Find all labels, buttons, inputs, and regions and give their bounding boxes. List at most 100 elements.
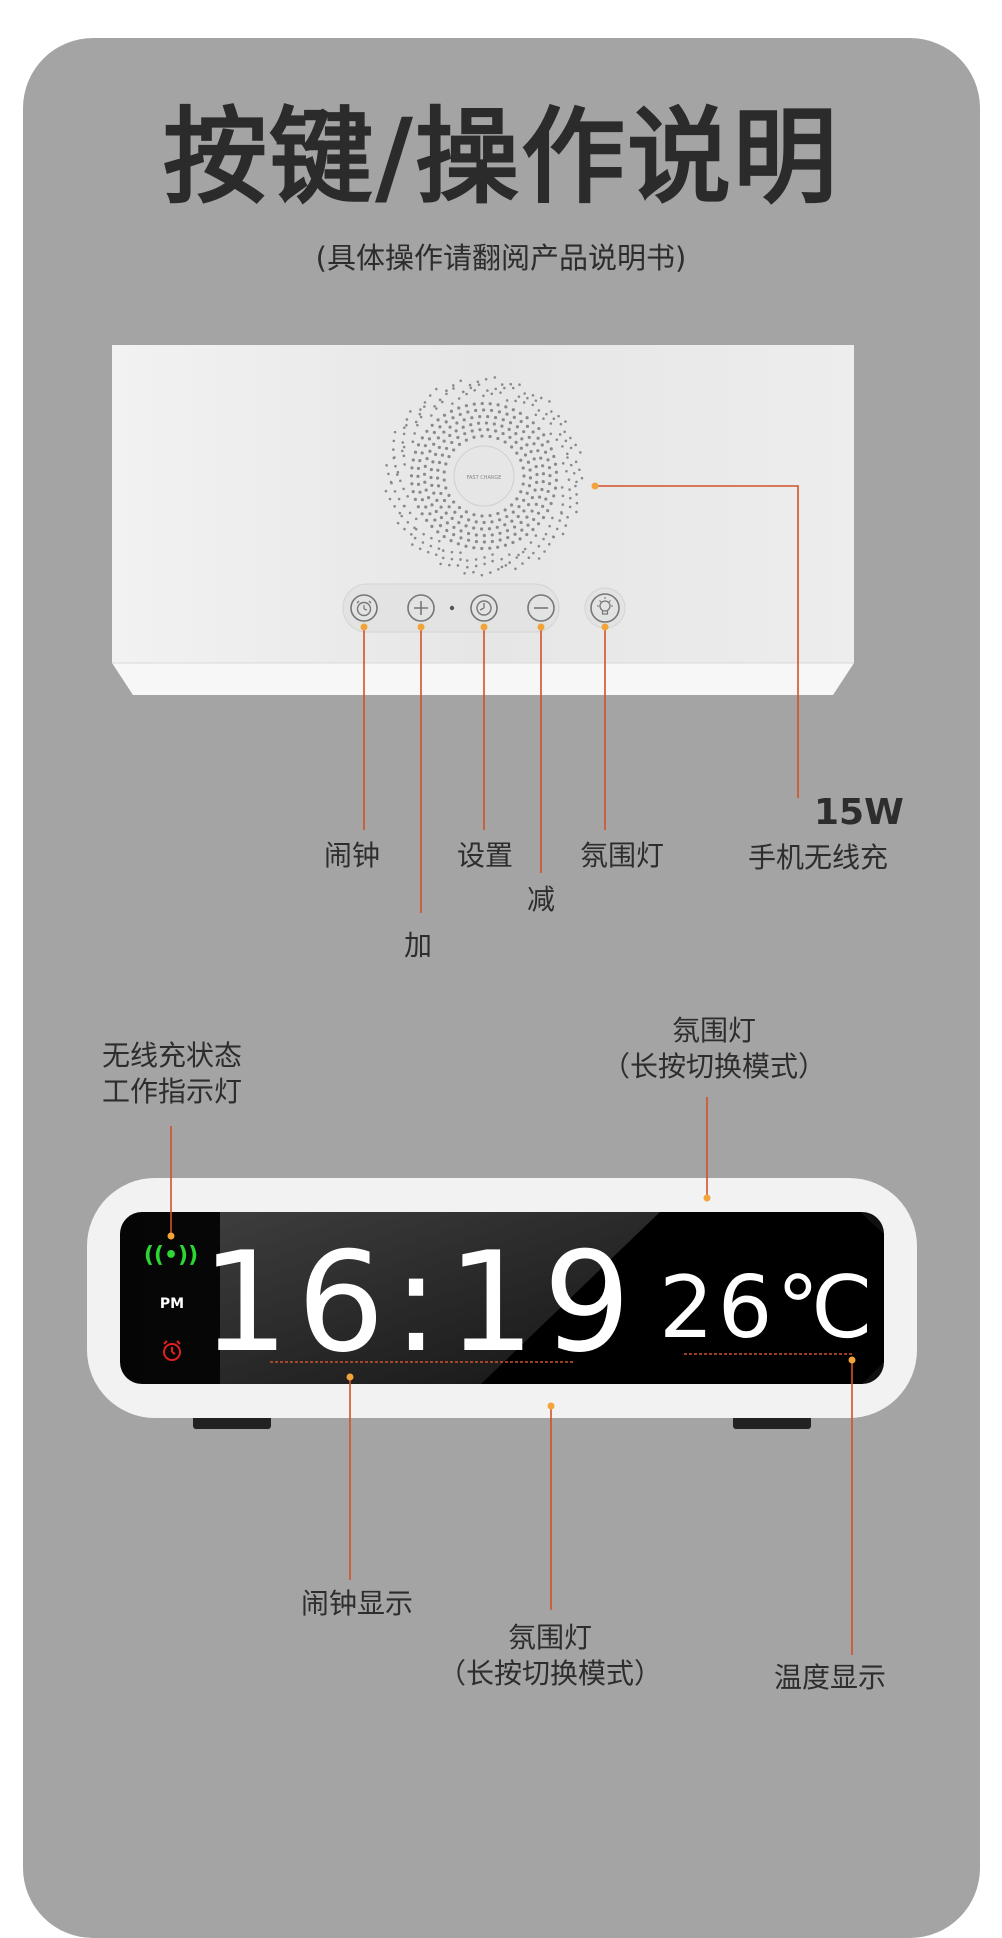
grille-dot: [423, 464, 427, 468]
grille-dot: [433, 518, 437, 522]
wireless-charging-indicator: ((•)): [144, 1243, 198, 1268]
grille-dot: [511, 386, 515, 390]
bulb-icon: [597, 597, 613, 615]
grille-dot: [432, 491, 436, 495]
grille-dot: [522, 401, 526, 404]
grille-dot: [450, 440, 454, 445]
grille-dot: [439, 515, 444, 520]
grille-dot: [495, 525, 499, 529]
grille-dot: [469, 423, 473, 427]
settings-button[interactable]: [470, 594, 498, 622]
grille-dot: [442, 498, 447, 503]
grille-dot: [514, 440, 518, 444]
ambient-light-button[interactable]: [590, 593, 620, 623]
grille-dot: [496, 403, 500, 407]
label-alarm-display: 闹钟显示: [301, 1587, 414, 1620]
grille-dot: [472, 546, 476, 550]
label-ambient-bottom: 氛围灯 （长按切换模式）: [432, 1620, 668, 1693]
grille-dot: [529, 450, 533, 454]
grille-dot: [541, 472, 546, 476]
grille-dot: [504, 405, 508, 409]
grille-dot: [503, 508, 507, 512]
grille-dot: [527, 435, 531, 439]
grille-dot: [486, 389, 489, 392]
grille-dot: [482, 408, 486, 412]
grille-dot: [400, 449, 404, 453]
grille-dot: [515, 556, 519, 559]
grille-dot: [447, 505, 451, 509]
grille-dot: [472, 435, 476, 439]
time-display: 16:19: [201, 1222, 639, 1383]
grille-dot: [509, 503, 514, 507]
grille-dot: [541, 515, 546, 520]
grille-dot: [472, 513, 476, 517]
grille-dot: [425, 429, 429, 433]
grille-dot: [521, 466, 525, 470]
grille-dot: [418, 490, 422, 494]
grille-dot: [430, 423, 434, 427]
grille-dot: [518, 383, 521, 386]
grille-dot: [530, 509, 534, 513]
grille-dot: [473, 389, 476, 392]
grille-dot: [461, 425, 465, 429]
grille-dot: [534, 534, 538, 537]
grille-dot: [444, 462, 448, 466]
grille-dot: [513, 532, 517, 536]
grille-dot: [536, 436, 540, 440]
grille-dot: [501, 418, 505, 422]
grille-dot: [418, 547, 422, 551]
grille-dot: [420, 436, 424, 440]
grille-dot: [561, 494, 565, 498]
grille-dot: [493, 416, 498, 420]
grille-dot: [439, 505, 443, 509]
grille-dot: [553, 462, 558, 466]
grille-dot: [508, 435, 512, 440]
grille-dot: [402, 432, 406, 436]
plus-button[interactable]: [407, 594, 435, 622]
grille-dot: [544, 497, 548, 501]
grille-dot: [456, 435, 460, 440]
grille-dot: [536, 522, 541, 526]
alarm-button[interactable]: [350, 594, 378, 622]
grille-dot: [430, 503, 434, 507]
grille-dot: [480, 514, 484, 518]
grille-dot: [476, 380, 480, 384]
grille-dot: [525, 491, 529, 495]
grille-dot: [392, 456, 396, 460]
grille-dot: [419, 408, 422, 411]
grille-dot: [525, 443, 529, 447]
grille-dot: [549, 432, 553, 436]
grille-dot: [465, 559, 469, 562]
grille-dot: [410, 466, 414, 470]
grille-dot: [517, 553, 520, 557]
grille-dot: [564, 439, 568, 443]
grille-dot: [480, 546, 484, 551]
grille-dot: [542, 417, 545, 420]
grille-dot: [474, 408, 478, 413]
grille-dot: [531, 430, 535, 434]
grille-dot: [527, 484, 532, 488]
grille-dot: [555, 527, 559, 531]
grille-dot: [534, 464, 538, 469]
grille-dot: [400, 514, 404, 518]
grille-dot: [411, 458, 415, 462]
wireless-charging-icon: ((•)): [144, 1243, 198, 1268]
grille-dot: [406, 520, 410, 524]
grille-dot: [442, 439, 446, 443]
grille-dot: [448, 563, 451, 567]
page-subtitle: (具体操作请翻阅产品说明书): [315, 241, 687, 275]
grille-dot: [419, 415, 423, 419]
grille-dot: [459, 551, 462, 554]
grille-dot: [568, 488, 571, 491]
grille-dot: [428, 394, 432, 397]
minus-button[interactable]: [527, 594, 555, 622]
grille-dot: [521, 482, 525, 486]
grille-dot: [549, 447, 553, 451]
grille-dot: [498, 531, 502, 535]
top-leader-dots: [360, 482, 609, 631]
charger-box: [112, 345, 854, 695]
grille-dot: [482, 520, 486, 525]
label-ambient-top: 氛围灯 （长按切换模式）: [596, 1013, 832, 1086]
grille-dot: [525, 416, 529, 420]
grille-dot: [452, 533, 456, 537]
